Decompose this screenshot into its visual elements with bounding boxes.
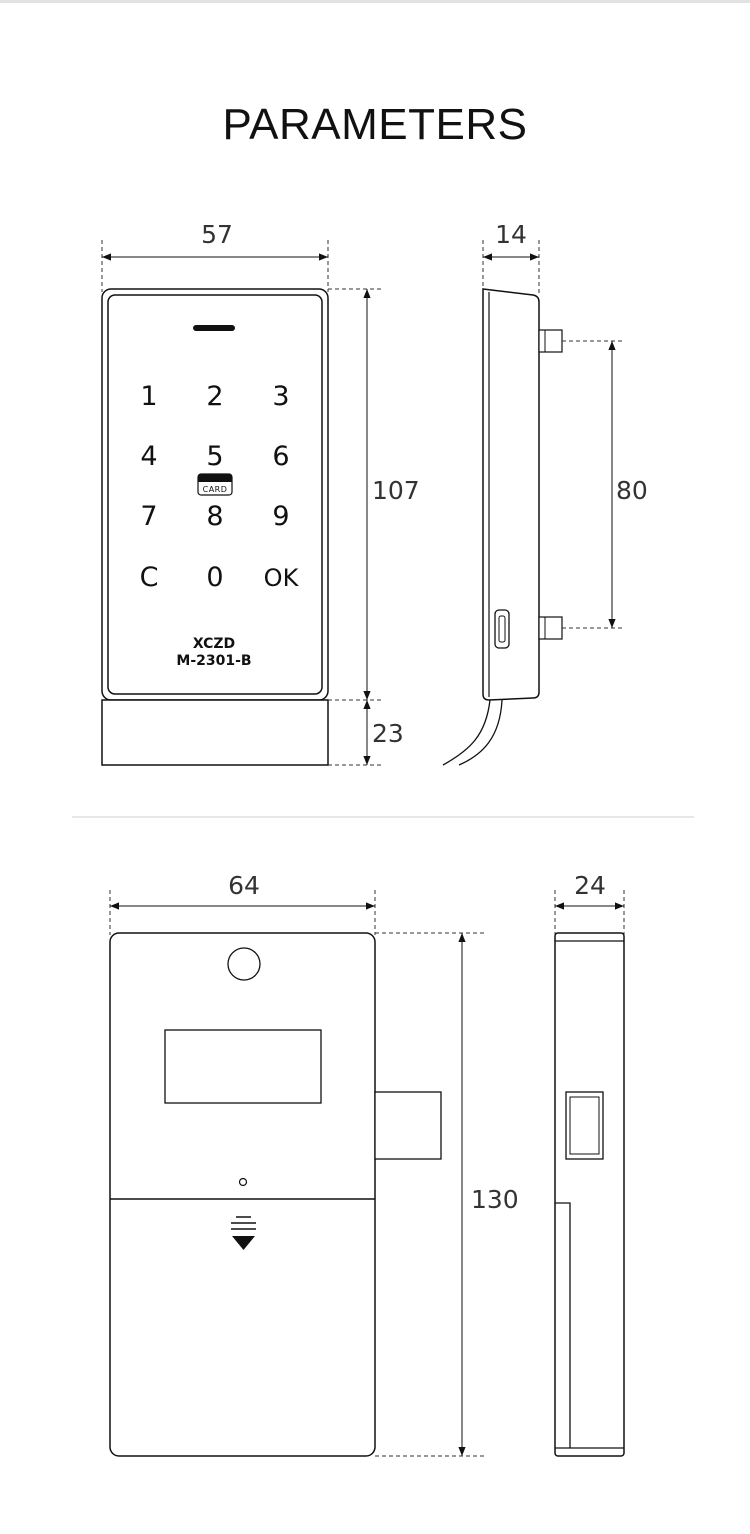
keypad-base-block xyxy=(101,699,329,766)
key-3: 3 xyxy=(272,381,289,412)
keypad-side-body xyxy=(482,288,540,701)
key-0: 0 xyxy=(206,562,223,593)
key-9: 9 xyxy=(272,501,289,532)
key-ok: OK xyxy=(264,564,300,592)
dimension-label-height-130: 130 xyxy=(471,1185,519,1214)
lock-side-view: 24 xyxy=(554,871,625,1457)
dimension-label-height-23: 23 xyxy=(372,719,404,748)
model-label: M-2301-B xyxy=(176,653,251,669)
lock-window xyxy=(164,1029,322,1104)
keypad-front-view: 57 1 2 3 4 5 6 7 8 9 C 0 OK CARD XCZD M-… xyxy=(101,220,420,766)
slide-down-arrow-icon xyxy=(231,1216,256,1250)
key-5: 5 xyxy=(206,441,223,472)
brand-label: XCZD xyxy=(193,636,235,652)
key-8: 8 xyxy=(206,501,223,532)
keypad-side-view: 14 80 xyxy=(442,220,648,766)
lock-side-body xyxy=(554,932,625,1457)
lock-bolt xyxy=(374,1091,442,1160)
mounting-post-top xyxy=(538,329,563,353)
key-4: 4 xyxy=(140,441,157,472)
card-label: CARD xyxy=(203,485,228,494)
card-reader-icon: CARD xyxy=(197,473,233,496)
dimension-label-width-57: 57 xyxy=(201,220,233,249)
top-border xyxy=(0,0,750,3)
dimension-label-depth-14: 14 xyxy=(495,220,527,249)
indicator-light xyxy=(193,325,235,331)
dimension-label-height-107: 107 xyxy=(372,476,420,505)
key-7: 7 xyxy=(140,501,157,532)
key-c: C xyxy=(140,562,159,593)
key-1: 1 xyxy=(140,381,157,412)
keypad-cable xyxy=(442,699,491,766)
sensor-circle xyxy=(227,947,261,981)
dimension-label-spacing-80: 80 xyxy=(616,476,648,505)
key-6: 6 xyxy=(272,441,289,472)
lock-side-step xyxy=(555,1202,571,1448)
dimension-label-width-64: 64 xyxy=(228,871,260,900)
dimension-label-depth-24: 24 xyxy=(574,871,606,900)
lock-front-view: 64 130 xyxy=(109,871,519,1457)
reset-hole xyxy=(238,1177,248,1187)
page-title: PARAMETERS xyxy=(222,100,528,149)
key-2: 2 xyxy=(206,381,223,412)
mounting-post-bottom xyxy=(538,616,563,640)
lock-body xyxy=(109,932,376,1457)
